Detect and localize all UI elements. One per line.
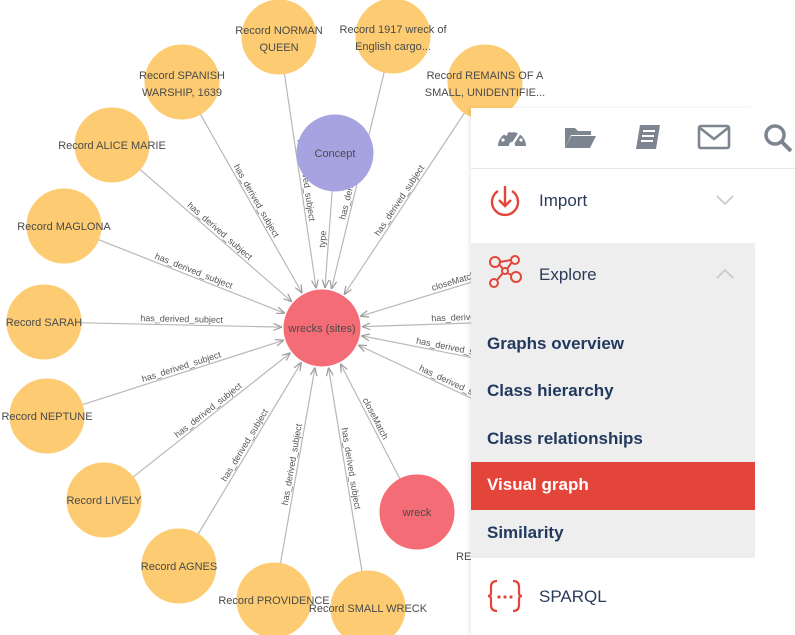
node-label: Record NORMAN xyxy=(235,25,322,37)
node-label: Record SPANISH xyxy=(139,70,225,82)
menu-item-graphs-overview[interactable]: Graphs overview xyxy=(487,334,625,353)
graph-edge[interactable] xyxy=(328,367,363,572)
edge-label: has_derived_subject xyxy=(219,407,270,483)
record-node[interactable]: Record SMALL WRECK xyxy=(309,570,428,635)
edge-label: has_derived_subject xyxy=(154,251,235,291)
node-label: Record 1917 wreck of xyxy=(340,24,448,36)
graph-edge[interactable] xyxy=(340,364,401,480)
edge-label: has_derived_subject xyxy=(232,162,282,239)
record-node[interactable]: Record SARAH xyxy=(6,284,82,360)
graph-edge[interactable] xyxy=(98,239,284,314)
record-node[interactable]: Record LIVELY xyxy=(66,462,142,538)
edge-label: closeMatch xyxy=(430,270,476,293)
record-node[interactable]: Record MAGLONA xyxy=(17,188,111,264)
graph-edge[interactable] xyxy=(279,367,315,564)
menu-item-class-relationships[interactable]: Class relationships xyxy=(487,429,643,448)
menu-item-visual-graph[interactable]: Visual graph xyxy=(471,462,755,510)
menu-sparql-label: SPARQL xyxy=(539,587,607,606)
edge-label: has_derived_subject xyxy=(185,200,254,262)
edge-label: has_derived_subject xyxy=(340,427,363,511)
graph-edge[interactable] xyxy=(325,190,333,288)
node-label: Record SMALL WRECK xyxy=(309,603,428,615)
import-icon xyxy=(490,186,520,217)
node-label: WARSHIP, 1639 xyxy=(142,87,222,99)
menu-item-class-hierarchy[interactable]: Class hierarchy xyxy=(487,381,614,400)
center-node-wrecks-sites[interactable]: wrecks (sites) xyxy=(283,289,361,367)
edge-label: type xyxy=(317,230,328,248)
edge-label: has_derived xyxy=(431,312,480,324)
menu-item-visual-graph-label: Visual graph xyxy=(487,475,589,494)
node-label: wreck xyxy=(402,507,432,519)
menu-import-label: Import xyxy=(539,191,588,210)
book-icon[interactable] xyxy=(631,122,665,152)
edge-label: has_derived_subject xyxy=(372,163,426,238)
sparql-icon xyxy=(487,579,523,613)
menu-item-similarity[interactable]: Similarity xyxy=(487,523,564,542)
explore-icon xyxy=(489,255,522,288)
graph-edge[interactable] xyxy=(199,113,302,293)
record-node[interactable]: Record NORMAN QUEEN xyxy=(235,0,323,75)
graph-edge[interactable] xyxy=(344,112,466,295)
chevron-up-icon xyxy=(716,268,734,279)
node-label: Record REMAINS OF A xyxy=(427,70,544,82)
search-icon[interactable] xyxy=(761,122,795,152)
top-icon-bar xyxy=(471,108,795,169)
edge-label: has_derived_subject xyxy=(140,349,222,384)
record-node[interactable]: Record NEPTUNE xyxy=(1,378,93,454)
node-label: Record AGNES xyxy=(141,561,217,573)
edge-label: has_derived_subject xyxy=(280,422,304,506)
menu-explore-label: Explore xyxy=(539,265,597,284)
menu-import[interactable]: Import xyxy=(471,169,755,235)
node-label: Record SARAH xyxy=(6,317,82,329)
graph-edge[interactable] xyxy=(283,73,316,289)
node-label: Record MAGLONA xyxy=(17,221,111,233)
record-node[interactable]: Record ALICE MARIE xyxy=(58,107,166,183)
node-label: Record NEPTUNE xyxy=(1,411,92,423)
node-label: Record LIVELY xyxy=(66,495,142,507)
node-label: Concept xyxy=(315,148,356,160)
record-node[interactable]: Record REMAINS OF A SMALL, UNIDENTIFIE... xyxy=(425,44,545,120)
graph-edge[interactable] xyxy=(132,353,291,478)
node-label: Record ALICE MARIE xyxy=(58,140,166,152)
graph-edge[interactable] xyxy=(197,362,301,535)
node-label: Record PROVIDENCE xyxy=(218,595,329,607)
record-node[interactable]: Record AGNES xyxy=(141,528,217,604)
graph-edge[interactable] xyxy=(82,340,284,406)
record-node[interactable]: Record 1917 wreck of English cargo... xyxy=(340,0,448,74)
dashboard-icon[interactable] xyxy=(495,122,529,152)
menu-explore[interactable]: Explore xyxy=(471,243,755,309)
concept-node[interactable]: Concept xyxy=(296,114,374,192)
edge-label: closeMatch xyxy=(361,396,391,441)
record-node[interactable]: Record PROVIDENCE xyxy=(218,562,330,635)
wreck-node[interactable]: wreck xyxy=(379,474,455,550)
node-label: QUEEN xyxy=(259,42,298,54)
record-node[interactable]: Record SPANISH WARSHIP, 1639 xyxy=(139,44,225,120)
partial-node-label: RE xyxy=(456,551,471,563)
side-navigation-menu: Import Explore Graphs overview Class hi xyxy=(471,108,795,635)
folder-open-icon[interactable] xyxy=(563,122,597,152)
chevron-down-icon xyxy=(716,195,734,206)
graph-edge[interactable] xyxy=(139,168,292,301)
graph-edge[interactable] xyxy=(80,322,282,327)
edge-label: has_derived_subject xyxy=(173,380,244,439)
menu-sparql[interactable]: SPARQL xyxy=(471,565,755,631)
node-label: English cargo... xyxy=(355,41,431,53)
edge-label: has_derived_subject xyxy=(140,313,223,325)
node-label: SMALL, UNIDENTIFIE... xyxy=(425,87,545,99)
envelope-icon[interactable] xyxy=(697,122,731,152)
node-label: wrecks (sites) xyxy=(287,323,355,335)
